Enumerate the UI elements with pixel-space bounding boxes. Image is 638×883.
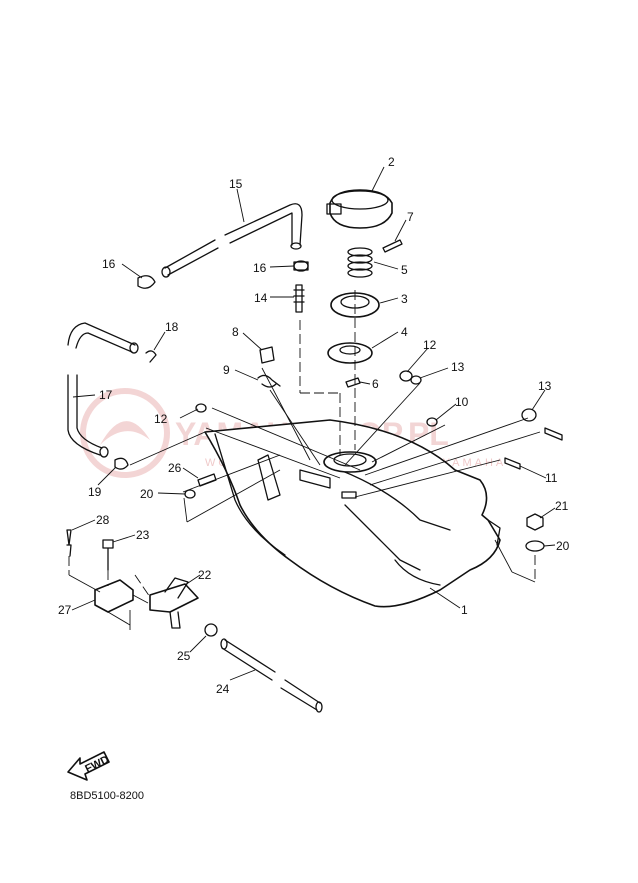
diagram-code: 8BD5100-8200 <box>70 790 144 802</box>
fuel-cock <box>149 577 199 629</box>
callouts: 1 2 3 4 5 6 7 8 9 10 11 12 12 13 13 14 1… <box>58 155 570 696</box>
callout-10: 10 <box>455 395 469 409</box>
washer-13-right <box>410 375 422 385</box>
callout-12-upper: 12 <box>423 338 437 352</box>
callout-7: 7 <box>407 210 414 224</box>
clip-18 <box>145 350 157 363</box>
breather-hose-upper <box>161 203 303 278</box>
fwd-label: FWD <box>83 754 111 776</box>
hose-clip-left <box>137 275 156 289</box>
screw-23 <box>102 539 114 571</box>
callout-20-right: 20 <box>556 539 570 553</box>
callout-17: 17 <box>99 388 113 402</box>
callout-2: 2 <box>388 155 395 169</box>
callout-23: 23 <box>136 528 150 542</box>
callout-27: 27 <box>58 603 72 617</box>
fwd-arrow-icon: FWD <box>67 751 111 781</box>
fuel-hose <box>220 638 323 713</box>
callout-25: 25 <box>177 649 191 663</box>
bolt-26 <box>197 473 217 487</box>
callout-9: 9 <box>223 363 230 377</box>
rivet <box>66 529 72 557</box>
callout-16-left: 16 <box>102 257 116 271</box>
callout-8: 8 <box>232 325 239 339</box>
callout-22: 22 <box>198 568 212 582</box>
part-6 <box>345 377 361 388</box>
clip-25 <box>204 623 218 637</box>
callout-1: 1 <box>461 603 468 617</box>
bolt-11 <box>504 427 563 470</box>
callout-16-center: 16 <box>253 261 267 275</box>
callout-14: 14 <box>254 291 268 305</box>
callout-28: 28 <box>96 513 110 527</box>
callout-4: 4 <box>401 325 408 339</box>
callout-24: 24 <box>216 682 230 696</box>
callout-21: 21 <box>555 499 569 513</box>
washer-12-right <box>399 370 413 382</box>
vent-fitting <box>293 284 305 313</box>
callout-5: 5 <box>401 263 408 277</box>
fuel-tank <box>204 419 501 608</box>
washer-20-left <box>184 489 196 499</box>
callout-18: 18 <box>165 320 179 334</box>
callout-13-upper: 13 <box>451 360 465 374</box>
hose-clip-center <box>293 260 309 272</box>
washer-20-right <box>525 540 545 552</box>
callout-11: 11 <box>545 471 558 485</box>
assembly-lines <box>68 290 541 630</box>
callout-20-left: 20 <box>140 487 154 501</box>
grommet <box>259 346 275 364</box>
callout-6: 6 <box>372 377 379 391</box>
bracket <box>94 579 134 613</box>
filter-flange <box>327 342 373 364</box>
callout-15: 15 <box>229 177 243 191</box>
breather-hose-left <box>67 322 139 458</box>
callout-3: 3 <box>401 292 408 306</box>
bushing <box>426 417 438 427</box>
spring <box>347 247 373 278</box>
callout-leaders <box>71 166 556 681</box>
tank-cap <box>326 189 393 229</box>
callout-19: 19 <box>88 485 102 499</box>
callout-13-lower: 13 <box>538 379 552 393</box>
nut-21 <box>526 513 544 531</box>
pin <box>382 239 403 253</box>
clip-19 <box>114 457 129 470</box>
callout-12-lower: 12 <box>154 412 168 426</box>
washer-13-far <box>521 408 537 422</box>
washer-12-left <box>195 403 207 413</box>
callout-26: 26 <box>168 461 182 475</box>
